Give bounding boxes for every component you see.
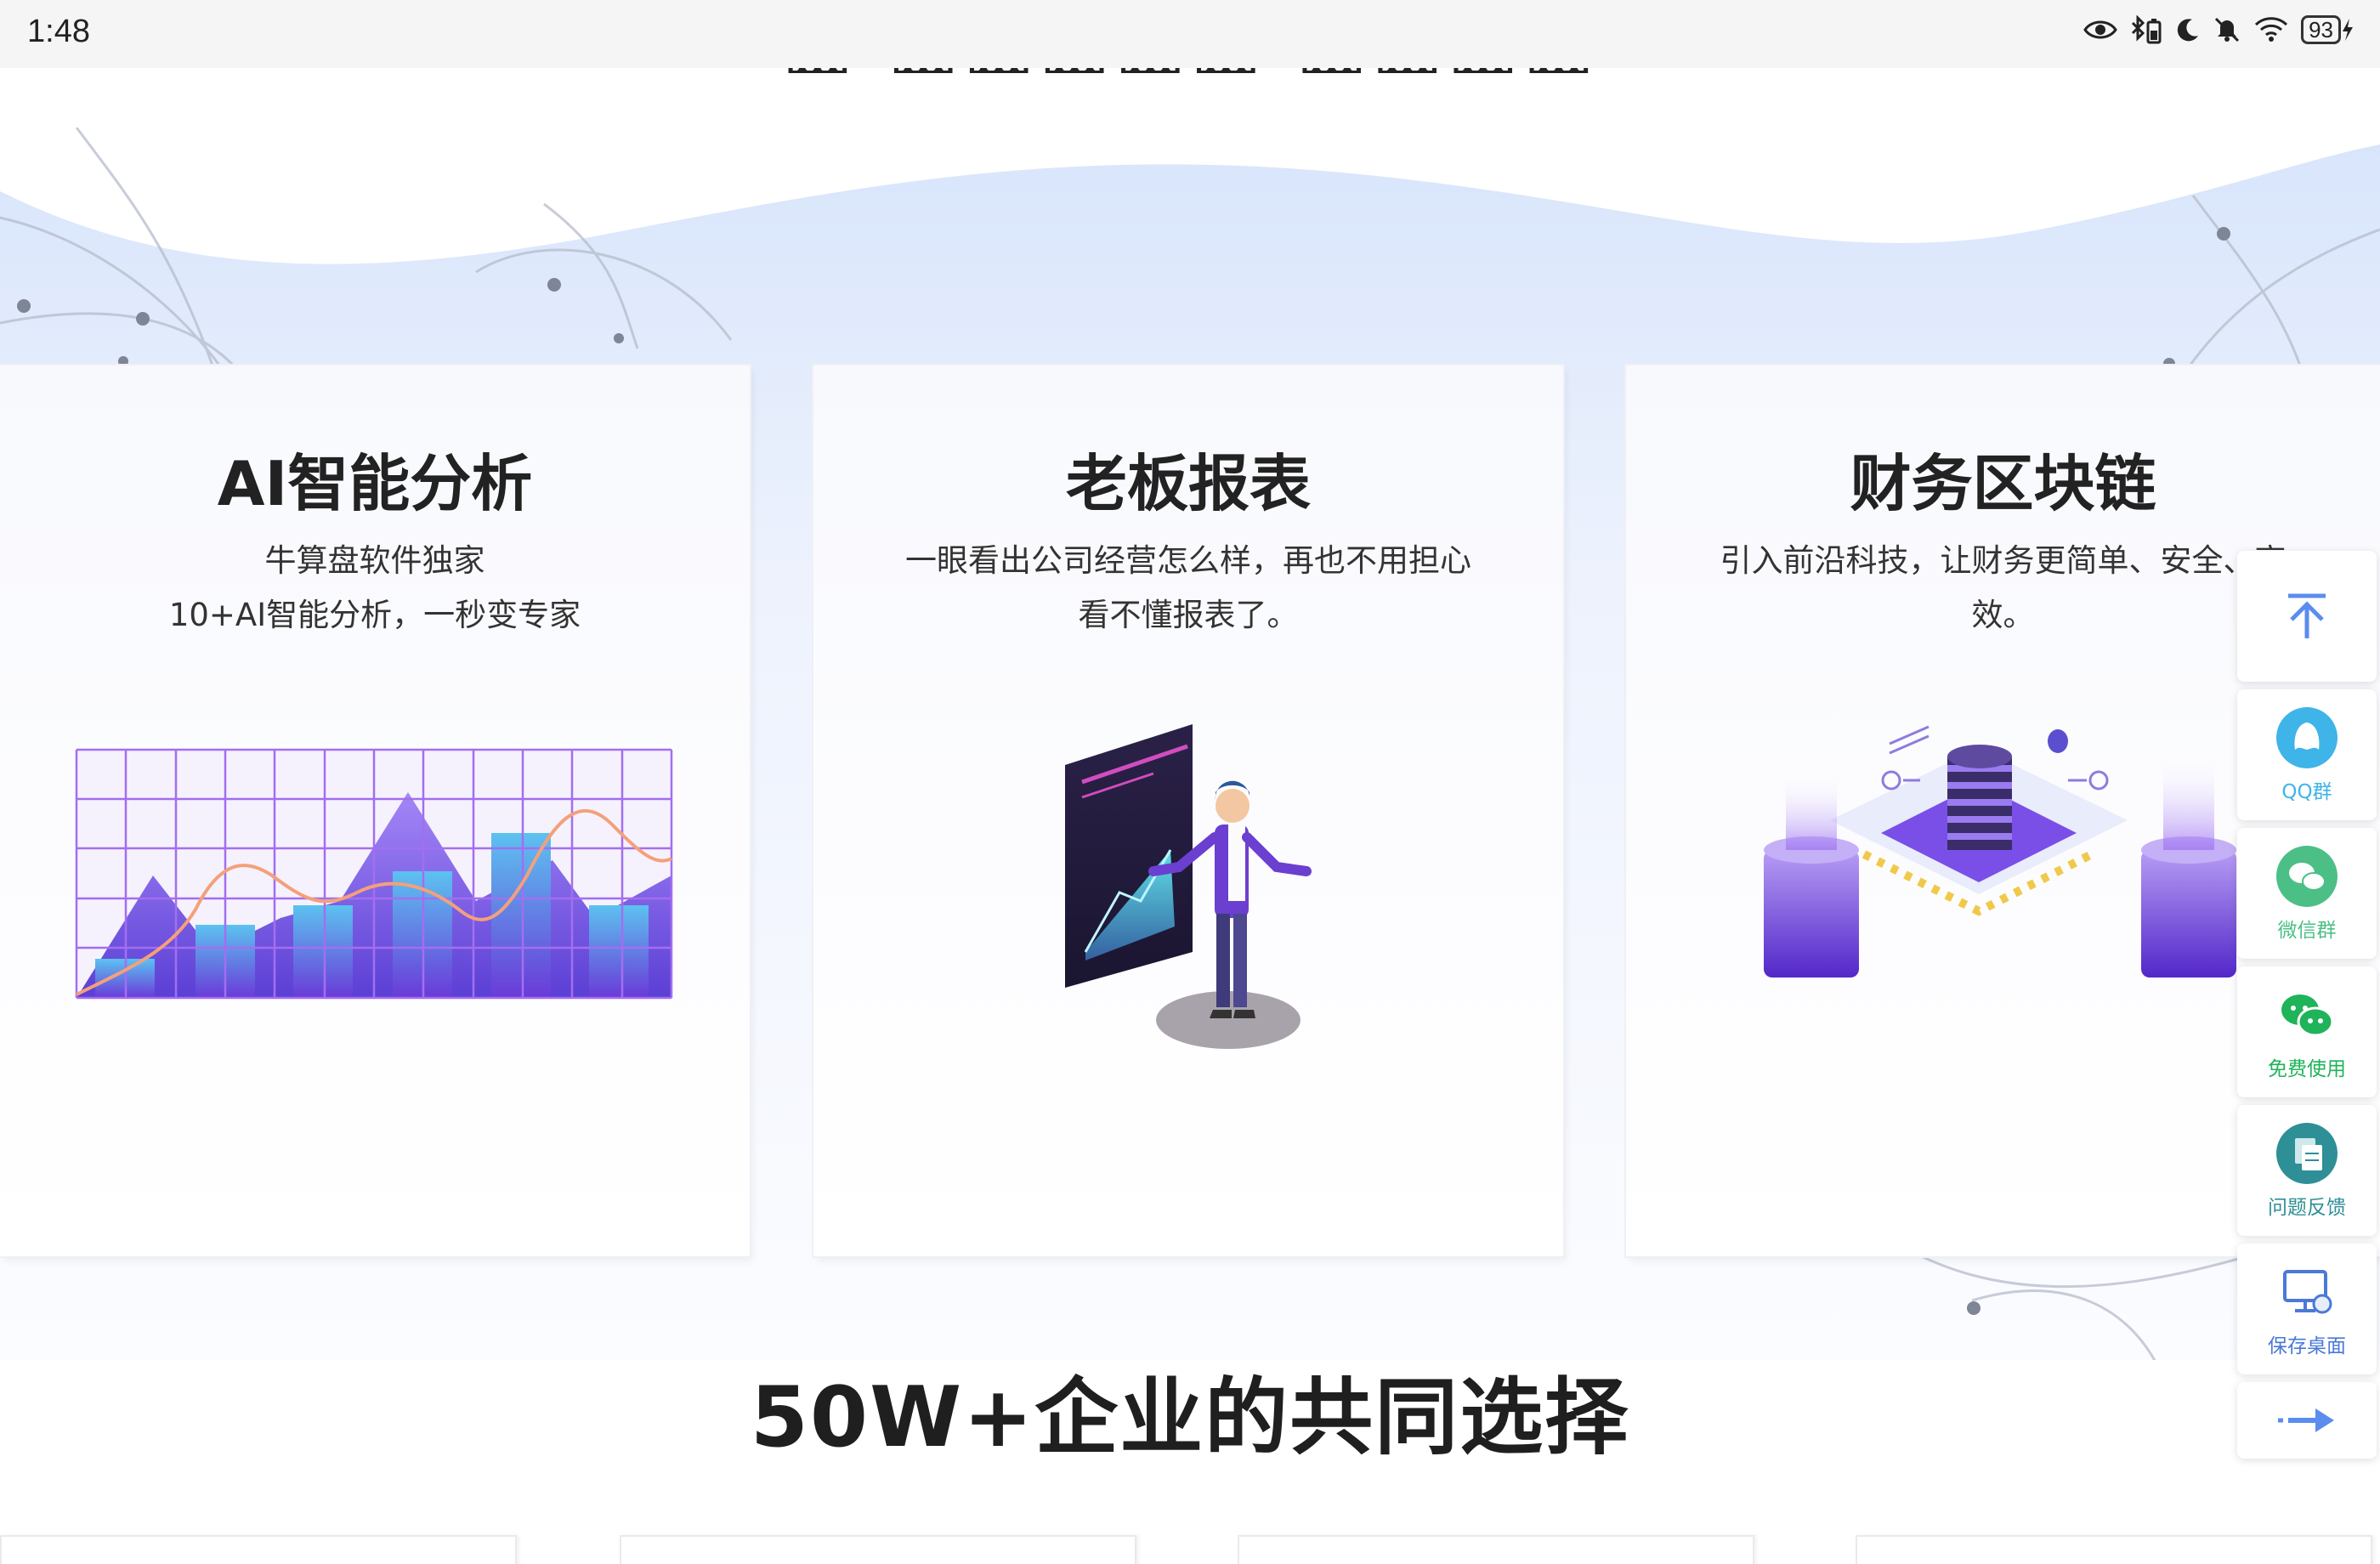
status-time: 1:48: [27, 14, 90, 49]
save-to-desktop-button[interactable]: 保存桌面: [2237, 1244, 2377, 1374]
status-icons: 93: [2083, 15, 2354, 44]
back-to-top-button[interactable]: [2237, 551, 2377, 682]
card-description: 牛算盘软件独家 10+AI智能分析，一秒变专家: [34, 534, 716, 643]
bluetooth-battery-icon: [2132, 15, 2162, 44]
card-description-line: 效。: [1971, 597, 2035, 633]
bell-muted-icon: [2215, 17, 2240, 42]
card-title: AI智能分析: [217, 448, 533, 519]
save-to-desktop-label: 保存桌面: [2268, 1335, 2346, 1357]
feedback-button[interactable]: 问题反馈: [2237, 1105, 2377, 1236]
feature-card-boss-report[interactable]: 老板报表 一眼看出公司经营怎么样，再也不用担心 看不懂报表了。: [813, 366, 1563, 1256]
customer-card[interactable]: [620, 1535, 1136, 1564]
customer-card[interactable]: [1238, 1535, 1754, 1564]
qq-group-label: QQ群: [2281, 781, 2332, 803]
eye-icon: [2083, 20, 2117, 39]
blockchain-server-illustration: [1764, 725, 2236, 978]
moon-icon: [2177, 19, 2199, 42]
card-description-line: 看不懂报表了。: [1078, 597, 1299, 633]
card-description-line: 牛算盘软件独家: [264, 542, 485, 579]
free-trial-label: 免费使用: [2268, 1058, 2346, 1080]
battery: 93: [2301, 15, 2354, 44]
collapse-toolbar-button[interactable]: [2237, 1382, 2377, 1459]
customer-card[interactable]: [0, 1535, 517, 1564]
free-trial-button[interactable]: 免费使用: [2237, 966, 2377, 1097]
wechat-icon: [2276, 846, 2338, 907]
status-bar: 1:48 93: [0, 0, 2380, 68]
analysis-chart-illustration: [75, 748, 673, 1000]
wechat-green-icon: [2281, 994, 2334, 1037]
report-presenter-illustration: [1065, 724, 1312, 1049]
section-title: 50W+企业的共同选择: [750, 1369, 1630, 1466]
card-title: 财务区块链: [1850, 448, 2156, 519]
charging-icon: [2343, 19, 2353, 41]
card-description: 一眼看出公司经营怎么样，再也不用担心 看不懂报表了。: [847, 534, 1529, 643]
card-title: 老板报表: [1065, 448, 1311, 519]
floating-toolbar: QQ群 微信群 免费使用 问题反馈 保存桌面: [2237, 551, 2377, 1466]
feature-card-ai-analysis[interactable]: AI智能分析 牛算盘软件独家 10+AI智能分析，一秒变专家: [0, 366, 750, 1256]
feedback-label: 问题反馈: [2268, 1197, 2346, 1219]
customer-card[interactable]: [1856, 1535, 2372, 1564]
wifi-icon: [2255, 17, 2288, 42]
feedback-icon: [2276, 1123, 2338, 1184]
card-description-line: 引入前沿科技，让财务更简单、安全、高: [1720, 542, 2286, 579]
card-description-line: 10+AI智能分析，一秒变专家: [168, 597, 581, 633]
qq-icon: [2276, 707, 2338, 768]
desktop-icon: [2283, 1270, 2332, 1314]
card-description-line: 一眼看出公司经营怎么样，再也不用担心: [905, 542, 1471, 579]
arrow-up-icon: [2288, 593, 2326, 638]
battery-level: 93: [2301, 15, 2341, 44]
card-description: 引入前沿科技，让财务更简单、安全、高 效。: [1652, 534, 2354, 643]
wechat-group-label: 微信群: [2277, 920, 2337, 942]
qq-group-button[interactable]: QQ群: [2237, 689, 2377, 820]
arrow-right-icon: [2278, 1408, 2334, 1432]
wechat-group-button[interactable]: 微信群: [2237, 828, 2377, 959]
